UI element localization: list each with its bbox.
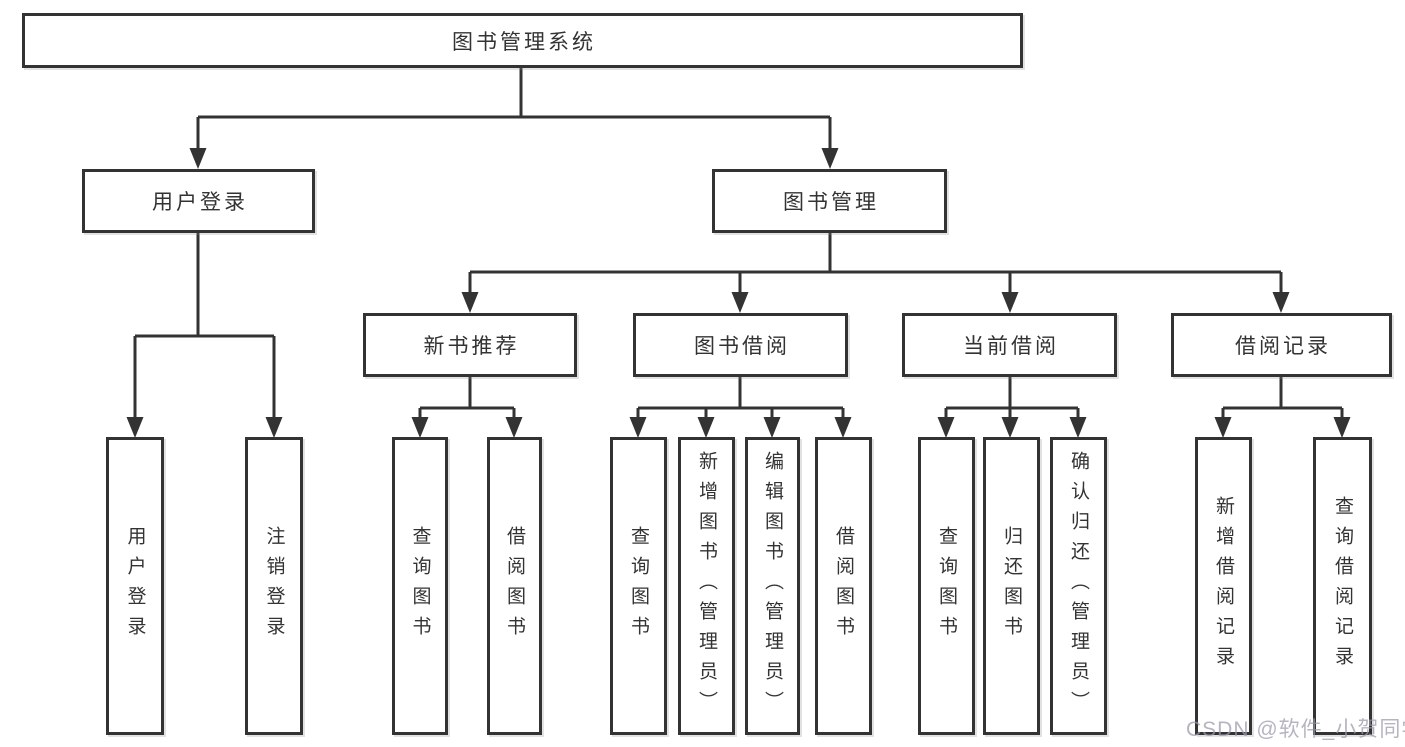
node-book-management: 图书管理 (712, 169, 947, 233)
leaf-borrow-book-1-label: 借阅图书 (504, 526, 525, 646)
leaf-user-login: 用户登录 (106, 437, 164, 735)
leaf-query-book-2-label: 查询图书 (628, 526, 649, 646)
leaf-add-borrow-record-label: 新增借阅记录 (1213, 496, 1234, 676)
node-new-book-recommend-label: 新书推荐 (423, 335, 520, 358)
leaf-user-login-label: 用户登录 (124, 526, 146, 646)
node-borrow-records-label: 借阅记录 (1235, 335, 1331, 358)
connector-path (133, 68, 1344, 419)
leaf-return-book: 归还图书 (983, 437, 1040, 735)
node-book-management-label: 图书管理 (783, 191, 879, 214)
leaf-add-borrow-record: 新增借阅记录 (1195, 437, 1252, 735)
leaf-borrow-book-2-label: 借阅图书 (833, 526, 854, 646)
node-new-book-recommend: 新书推荐 (363, 313, 577, 377)
node-root: 图书管理系统 (22, 13, 1023, 68)
node-user-login-label: 用户登录 (152, 191, 248, 214)
leaf-query-book-2: 查询图书 (610, 437, 667, 735)
leaf-logout: 注销登录 (245, 437, 303, 735)
node-root-label: 图书管理系统 (452, 30, 596, 54)
node-current-borrow: 当前借阅 (902, 313, 1117, 377)
leaf-query-book-1: 查询图书 (392, 437, 448, 735)
arrowheads (126, 148, 1351, 438)
leaf-query-book-3: 查询图书 (918, 437, 975, 735)
leaf-edit-book-label: 编辑图书（管理员） (762, 451, 783, 721)
leaf-return-book-label: 归还图书 (1001, 526, 1022, 646)
leaf-borrow-book-2: 借阅图书 (815, 437, 872, 735)
node-borrow-records: 借阅记录 (1171, 313, 1392, 377)
leaf-query-book-3-label: 查询图书 (936, 526, 957, 646)
leaf-add-book-label: 新增图书（管理员） (696, 451, 717, 721)
leaf-logout-label: 注销登录 (263, 526, 285, 646)
node-book-borrow-label: 图书借阅 (694, 335, 790, 358)
leaf-add-book: 新增图书（管理员） (678, 437, 735, 735)
node-book-borrow: 图书借阅 (633, 313, 848, 377)
leaf-confirm-return-label: 确认归还（管理员） (1068, 451, 1089, 721)
leaf-edit-book: 编辑图书（管理员） (745, 437, 800, 735)
node-current-borrow-label: 当前借阅 (963, 335, 1059, 358)
leaf-query-borrow-record: 查询借阅记录 (1313, 437, 1372, 735)
leaf-confirm-return: 确认归还（管理员） (1050, 437, 1107, 735)
leaf-borrow-book-1: 借阅图书 (487, 437, 542, 735)
node-user-login: 用户登录 (82, 169, 315, 233)
leaf-query-book-1-label: 查询图书 (409, 526, 431, 646)
csdn-watermark: CSDN @软件_小贺同学 (1186, 718, 1405, 741)
leaf-query-borrow-record-label: 查询借阅记录 (1332, 496, 1353, 676)
